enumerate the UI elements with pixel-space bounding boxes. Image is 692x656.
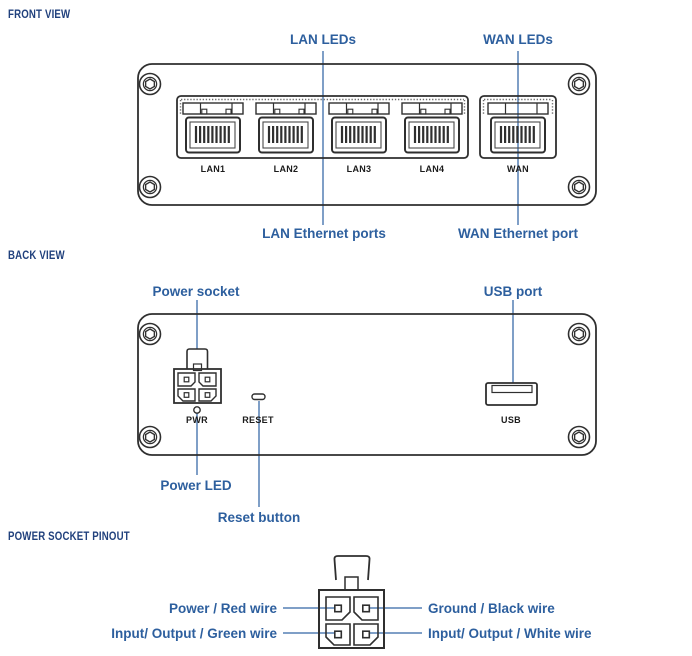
screw-icon [567, 175, 591, 199]
reset-button-leader-line [258, 401, 260, 507]
pin-ground-black-wire-label: Ground / Black wire [428, 601, 555, 616]
connector-tab [333, 555, 371, 581]
screw-icon [567, 322, 591, 346]
power-socket-leader-line [196, 300, 198, 359]
pin-power-red-wire-label: Power / Red wire [168, 601, 277, 616]
power-socket-drawing [173, 348, 222, 404]
pin-top-left-leader-line [283, 607, 339, 609]
lan3-port-label: LAN3 [346, 164, 372, 174]
pin-top-right-leader-line [365, 607, 422, 609]
lan1-port [181, 101, 245, 154]
back-panel-drawing [137, 313, 597, 456]
wan-ethernet-port-label: WAN Ethernet port [458, 226, 578, 241]
usb-label: USB [501, 415, 521, 425]
screw-icon [138, 175, 162, 199]
lan-port-block [176, 95, 469, 159]
lan4-port [400, 101, 464, 154]
lan-leds-label: LAN LEDs [289, 32, 356, 47]
screw-icon [567, 425, 591, 449]
wan-port-block [479, 95, 557, 159]
usb-port-drawing [485, 382, 538, 406]
reset-button-label: Reset button [217, 510, 301, 525]
lan4-port-label: LAN4 [419, 164, 445, 174]
pwr-label: PWR [186, 415, 208, 425]
pin-top-right [353, 596, 379, 621]
power-socket-pinout-drawing [318, 555, 385, 649]
power-led-leader-line [196, 413, 198, 475]
pinout-section-title: POWER SOCKET PINOUT [8, 531, 130, 543]
usb-port-leader-line [512, 300, 514, 383]
pin-bottom-right [353, 623, 379, 646]
pin-top-left [325, 596, 351, 621]
screw-icon [138, 322, 162, 346]
lan-leds-leader-line [322, 51, 324, 225]
lan1-port-label: LAN1 [200, 164, 226, 174]
screw-icon [138, 72, 162, 96]
front-view-section-title: FRONT VIEW [8, 9, 71, 21]
connector-latch-notch [344, 576, 359, 591]
wan-leds-label: WAN LEDs [483, 32, 553, 47]
lan2-port-label: LAN2 [273, 164, 299, 174]
connector-body [318, 589, 385, 649]
screw-icon [567, 72, 591, 96]
pin-bottom-right-leader-line [365, 632, 422, 634]
pin-io-green-wire-label: Input/ Output / Green wire [111, 626, 277, 641]
pin-bottom-left-leader-line [283, 632, 339, 634]
power-led-drawing [193, 406, 201, 414]
wan-port [486, 101, 550, 154]
lan2-port [254, 101, 318, 154]
lan-ethernet-ports-label: LAN Ethernet ports [262, 226, 386, 241]
wan-port-label: WAN [507, 164, 529, 174]
reset-label: RESET [242, 415, 274, 425]
screw-icon [138, 425, 162, 449]
usb-port-label: USB port [483, 284, 543, 299]
lan3-port [327, 101, 391, 154]
back-panel-outline [137, 313, 597, 456]
pin-bottom-left [325, 623, 351, 646]
back-view-section-title: BACK VIEW [8, 250, 65, 262]
reset-button-drawing [251, 393, 266, 401]
front-panel-drawing [137, 63, 597, 206]
power-socket-label: Power socket [152, 284, 240, 299]
pin-io-white-wire-label: Input/ Output / White wire [428, 626, 592, 641]
power-led-label: Power LED [160, 478, 232, 493]
front-panel-outline [137, 63, 597, 206]
